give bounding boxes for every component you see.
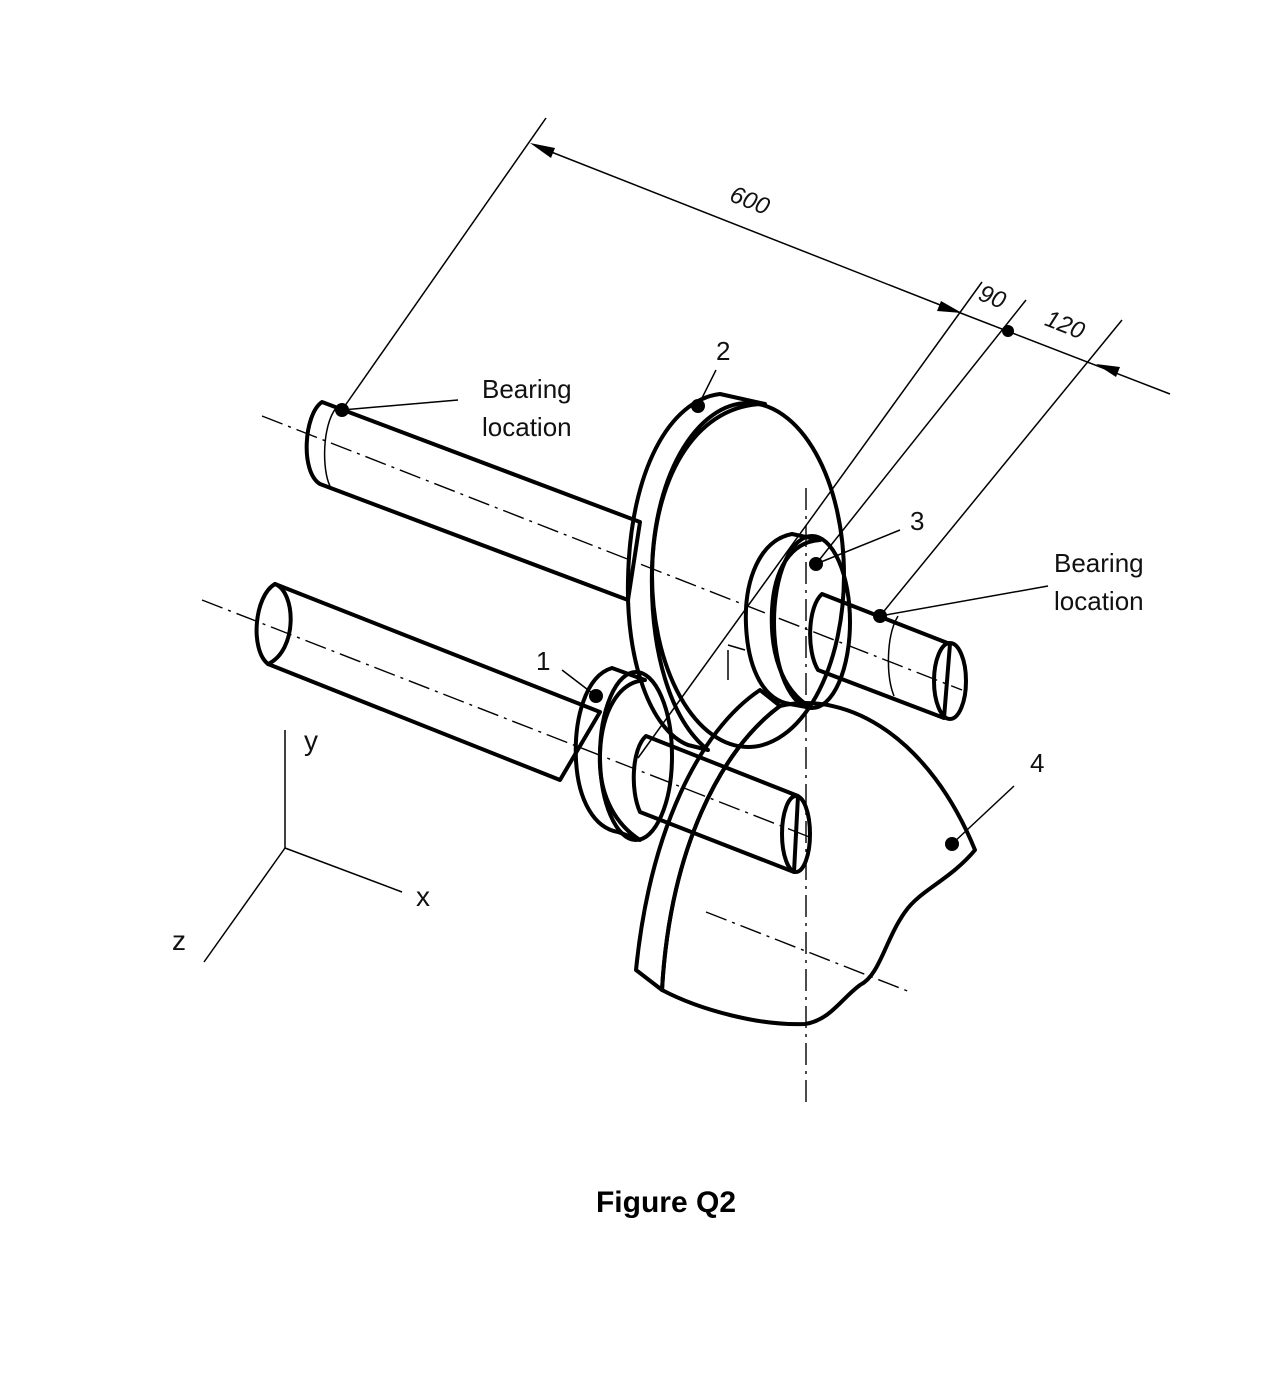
gear-3-face bbox=[772, 534, 852, 710]
gear-3-label: 3 bbox=[910, 506, 924, 536]
dot-gear-1 bbox=[589, 689, 603, 703]
extension-line-left bbox=[341, 117, 547, 411]
dimension-dot bbox=[1002, 325, 1014, 337]
upper-shaft-near-body bbox=[808, 592, 952, 720]
bearing-left-label-line1: Bearing bbox=[482, 374, 572, 404]
dimension-600-text: 600 bbox=[726, 181, 774, 221]
lower-shaft bbox=[254, 582, 602, 782]
left-bearing-circle bbox=[323, 407, 337, 487]
dimension-120-text: 120 bbox=[1041, 305, 1089, 345]
upper-shaft bbox=[304, 400, 642, 602]
center-lines bbox=[201, 415, 963, 1108]
upper-shaft-body bbox=[304, 400, 642, 602]
dimension-lines: 600 90 120 bbox=[341, 117, 1171, 759]
dot-gear-3 bbox=[809, 557, 823, 571]
extension-line-gear-3 bbox=[815, 299, 1027, 565]
gear-4-label: 4 bbox=[1030, 748, 1044, 778]
lower-shaft-near-body bbox=[631, 734, 800, 874]
y-axis-label: y bbox=[304, 725, 318, 756]
gear-4-face bbox=[660, 701, 977, 1027]
bearing-right-label-line2: location bbox=[1054, 586, 1144, 616]
labels: Bearing location Bearing location 2 3 1 … bbox=[482, 336, 1144, 778]
lower-shaft-axis bbox=[201, 599, 813, 839]
lower-shaft-body bbox=[254, 582, 602, 782]
lower-shaft-end bbox=[266, 582, 293, 666]
bearing-left-label-line2: location bbox=[482, 412, 572, 442]
gear-2-face bbox=[650, 401, 846, 749]
gear-2-label: 2 bbox=[716, 336, 730, 366]
dot-gear-4 bbox=[945, 837, 959, 851]
leaders bbox=[335, 369, 1049, 851]
lower-shaft-near-end bbox=[780, 794, 812, 874]
arrow-head-120-end bbox=[1096, 364, 1120, 377]
gear-1-label: 1 bbox=[536, 646, 550, 676]
coordinate-axes: y x z bbox=[172, 725, 430, 963]
upper-shaft-axis bbox=[261, 415, 963, 691]
arrow-head-left bbox=[530, 143, 555, 158]
dot-gear-2 bbox=[691, 399, 705, 413]
lower-shaft-near bbox=[631, 734, 812, 874]
z-axis-label: z bbox=[172, 925, 186, 956]
x-axis-line bbox=[284, 847, 403, 893]
figure-caption: Figure Q2 bbox=[596, 1186, 736, 1219]
leader-bearing-left bbox=[341, 399, 459, 411]
dimension-line-600 bbox=[535, 145, 959, 313]
right-bearing-circle bbox=[887, 615, 899, 697]
gear-2-hatch-a bbox=[727, 644, 746, 651]
extension-line-right-bearing bbox=[879, 319, 1123, 617]
dot-bearing-left bbox=[335, 403, 349, 417]
dimension-line-90-120 bbox=[957, 311, 1171, 395]
arrow-head-600-end bbox=[937, 301, 962, 313]
upper-shaft-near-end bbox=[932, 641, 968, 721]
leader-gear-3 bbox=[815, 529, 901, 565]
leader-gear-4 bbox=[951, 785, 1015, 845]
gear-2-rim bbox=[625, 392, 767, 752]
upper-shaft-near bbox=[808, 592, 968, 721]
bearing-right-label-line1: Bearing bbox=[1054, 548, 1144, 578]
x-axis-label: x bbox=[416, 881, 430, 912]
z-axis-line bbox=[203, 847, 286, 963]
gear-3 bbox=[743, 532, 852, 710]
extension-line-gear-plane bbox=[637, 281, 983, 759]
gear-4-center-line bbox=[705, 911, 911, 993]
dot-bearing-right bbox=[873, 609, 887, 623]
leader-bearing-right bbox=[879, 585, 1049, 617]
leader-gear-1 bbox=[561, 669, 597, 697]
